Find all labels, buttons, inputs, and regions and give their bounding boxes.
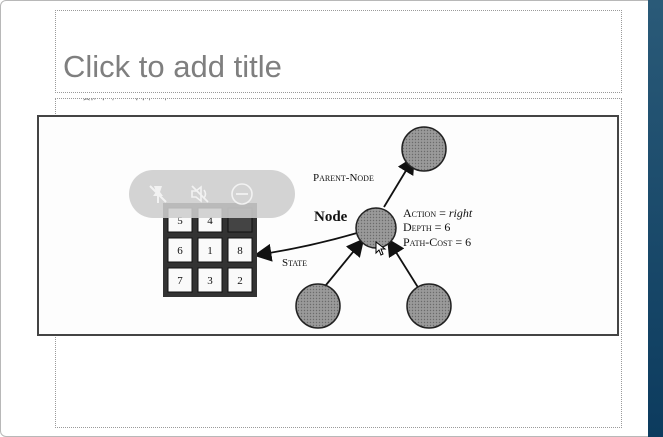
action-label: Action = right (403, 206, 473, 220)
scrollbar[interactable] (648, 0, 663, 437)
minus-circle-icon (231, 183, 253, 205)
puzzle-tile: 3 (197, 267, 223, 293)
puzzle-tile: 2 (227, 267, 253, 293)
child-node-right (406, 283, 452, 329)
puzzle-tile-number: 3 (207, 275, 213, 287)
parent-edge (383, 155, 415, 208)
path-cost-label: Path-Cost = 6 (403, 235, 471, 249)
puzzle-tile-number: 1 (207, 245, 213, 257)
floating-toolbar (129, 170, 295, 218)
puzzle-tile: 6 (167, 237, 193, 263)
pin-off-icon (149, 185, 167, 203)
eight-puzzle-board: 5 4 6 1 8 7 3 2 (163, 203, 257, 297)
puzzle-tile-number: 2 (237, 275, 243, 287)
state-edge (253, 232, 358, 262)
puzzle-tile: 7 (167, 267, 193, 293)
mute-icon (191, 185, 209, 203)
title-placeholder-text: Click to add title (63, 49, 282, 84)
search-tree-figure[interactable]: Parent-Node Node State Action = right De… (37, 115, 619, 336)
parent-node-label: Parent-Node (313, 172, 374, 184)
mute-button[interactable] (185, 179, 215, 209)
node-label: Node (314, 209, 348, 225)
puzzle-tile-number: 6 (177, 245, 183, 257)
cursor-icon (375, 241, 387, 256)
puzzle-tile-number: 8 (237, 245, 243, 257)
child-left-edge (325, 238, 365, 286)
child-node-left (295, 283, 341, 329)
depth-label: Depth = 6 (403, 220, 450, 234)
title-placeholder[interactable]: Click to add title (55, 10, 622, 93)
pin-off-button[interactable] (143, 179, 173, 209)
child-right-edge (387, 237, 420, 290)
body-placeholder-text: Click to add text (82, 96, 168, 110)
state-label: State (282, 257, 307, 269)
puzzle-tile-number: 4 (207, 215, 213, 227)
minus-circle-button[interactable] (227, 179, 257, 209)
puzzle-tile-number: 7 (177, 275, 183, 287)
parent-node (401, 126, 447, 172)
puzzle-tile: 1 (197, 237, 223, 263)
figure-svg: Parent-Node Node State Action = right De… (163, 126, 473, 329)
puzzle-tile-number: 5 (177, 215, 183, 227)
puzzle-tile: 8 (227, 237, 253, 263)
